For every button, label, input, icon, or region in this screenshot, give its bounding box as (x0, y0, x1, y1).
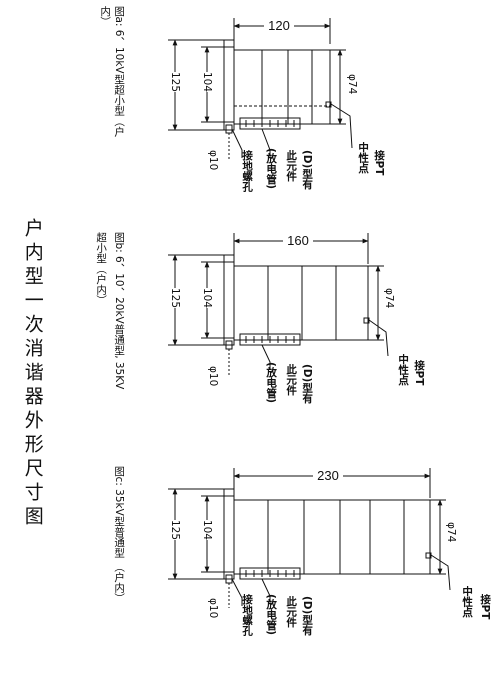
figure-c-diameter-value: φ74 (445, 522, 458, 543)
figure-a-element-label-1: (D)型有 (301, 150, 314, 190)
figure-b-length-value: 160 (287, 233, 309, 248)
figure-b-pt-label-1: 接PT (413, 360, 426, 386)
figure-b-hole-value: φ10 (207, 366, 220, 387)
figure-b-body (233, 265, 369, 341)
figure-a-caption-line2: 内） (99, 6, 112, 27)
figure-a-height-inner-value: 104 (200, 72, 214, 93)
figure-a-body (233, 49, 331, 125)
figure-a-element-label-2: 此元件 (285, 150, 298, 182)
figure-b-element-label-3: (放电管) (265, 362, 278, 404)
figure-c-ground-label: 接地螺孔 (241, 594, 254, 636)
figure-b-caption-line1: 图b: 6、10、20kV普通型, 35KV (113, 232, 126, 390)
figure-a-height-outer-value: 125 (168, 72, 182, 93)
figure-b-element-label-1: (D)型有 (301, 364, 314, 404)
figure-a-mounting-plate (223, 39, 235, 131)
figure-a-discharge-tube (239, 117, 301, 130)
figure-a-drawing (168, 18, 353, 160)
figure-b-element-label-2: 此元件 (285, 364, 298, 396)
figure-c-pt-label-2: 中性点 (461, 586, 474, 618)
figure-a-length-value: 120 (268, 18, 290, 33)
figure-c-body (233, 499, 431, 575)
figure-c-element-label-1: (D)型有 (301, 596, 314, 636)
figure-b-discharge-tube (239, 333, 301, 346)
figure-b-height-inner-value: 104 (200, 288, 214, 309)
figure-c-element-label-2: 此元件 (285, 596, 298, 628)
figure-c-pt-label-1: 接PT (479, 594, 492, 620)
figure-b-diameter-value: φ74 (383, 288, 396, 309)
figure-c-height-inner-value: 104 (200, 520, 214, 541)
figure-a-pt-label-1: 接PT (373, 150, 386, 176)
figure-c-length-value: 230 (317, 468, 339, 483)
page-title: 户内型一次消谐器外形尺寸图 (21, 218, 44, 530)
figure-a-pt-label-2: 中性点 (357, 142, 370, 174)
figure-c-mounting-plate (223, 488, 235, 580)
figure-b-caption-line2: 超小型（户内） (95, 232, 108, 306)
figure-b-mounting-plate (223, 254, 235, 346)
figure-a-element-label-3: (放电管) (265, 148, 278, 190)
figure-b-height-outer-value: 125 (168, 288, 182, 309)
figure-a-caption-line1: 图a: 6、10kV型超小型（户 (113, 6, 126, 137)
figure-a-diameter-value: φ74 (346, 74, 359, 95)
figure-b-pt-label-2: 中性点 (397, 354, 410, 386)
figure-c-height-outer-value: 125 (168, 520, 182, 541)
figure-a-ground-hole (225, 124, 233, 134)
figure-a-hole-value: φ10 (207, 150, 220, 171)
figure-c-discharge-tube (239, 567, 301, 580)
figure-c-hole-value: φ10 (207, 598, 220, 619)
figure-c-drawing (168, 468, 451, 608)
figure-c-caption-line1: 图c: 35kV型普通型 （户内） (113, 466, 126, 604)
figure-c-element-label-3: (放电管) (265, 594, 278, 636)
figure-a-ground-label: 接地螺孔 (241, 150, 254, 192)
